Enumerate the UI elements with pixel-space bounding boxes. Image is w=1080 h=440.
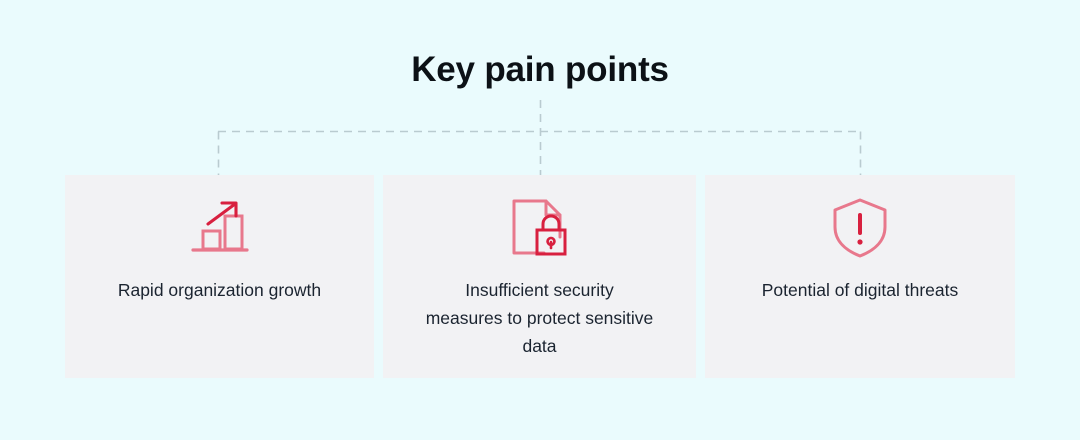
pain-point-label-threats: Potential of digital threats (761, 280, 959, 300)
page-title: Key pain points (411, 50, 669, 89)
document-lock-icon (508, 197, 572, 259)
pain-point-label-security: Insufficient security measures to protec… (425, 280, 654, 356)
pain-point-label-growth: Rapid organization growth (117, 280, 322, 300)
shield-alert-icon (831, 197, 889, 259)
pain-point-card-growth[interactable]: Rapid organization growth (65, 175, 374, 378)
pain-point-card-security[interactable]: Insufficient security measures to protec… (383, 175, 696, 378)
bar-chart-growth-icon (188, 197, 252, 259)
pain-points-card-row: Rapid organization growth Insufficient s… (65, 175, 1015, 378)
pain-point-card-threats[interactable]: Potential of digital threats (705, 175, 1015, 378)
